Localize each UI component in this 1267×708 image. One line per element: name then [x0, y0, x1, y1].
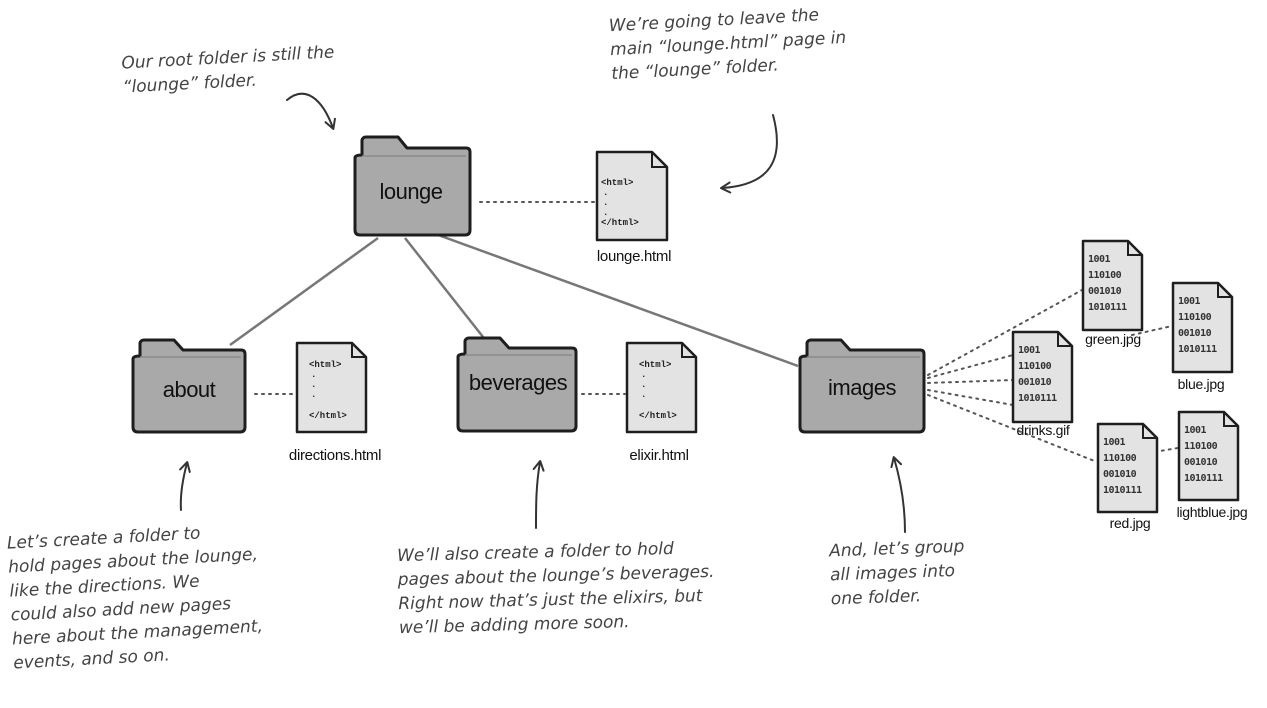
code-dot: .	[641, 390, 647, 400]
code-dot: .	[311, 390, 317, 400]
red-jpg-label: red.jpg	[1109, 515, 1151, 531]
bits-row: 001010	[1088, 286, 1122, 297]
elixir-html-label: elixir.html	[629, 447, 689, 464]
dotted-images-drinks1	[927, 354, 1014, 379]
bits-row: 001010	[1018, 377, 1052, 388]
green-jpg-file-icon	[1081, 239, 1144, 332]
folder-images-icon	[798, 338, 926, 434]
lightblue-jpg-file-icon	[1177, 410, 1240, 502]
code-dot: .	[311, 370, 317, 380]
connector-lounge-about	[229, 236, 379, 347]
bits-row: 1001	[1178, 296, 1201, 307]
red-jpg-file-icon	[1096, 422, 1159, 514]
bits-row: 110100	[1088, 270, 1122, 281]
folder-images-label: images	[828, 375, 896, 400]
drinks-gif-label: drinks.gif	[1016, 422, 1070, 438]
code-open-tag: <html>	[309, 360, 342, 370]
arrow-beverages-note	[532, 460, 545, 529]
blue-jpg-file-icon	[1171, 281, 1234, 374]
dotted-images-drinks3	[927, 389, 1014, 406]
folder-shapes	[131, 135, 926, 434]
green-jpg-label: green.jpg	[1085, 331, 1141, 347]
dotted-images-red	[927, 394, 1098, 463]
connector-lounge-images	[429, 230, 799, 368]
bits-row: 110100	[1178, 312, 1212, 323]
bits-row: 110100	[1103, 453, 1137, 464]
folder-lounge-label: lounge	[379, 179, 443, 204]
dotted-green-blue	[1131, 325, 1173, 336]
bits-row: 1010111	[1088, 302, 1127, 313]
bits-row: 1010111	[1184, 473, 1223, 484]
code-open-tag: <html>	[639, 360, 672, 370]
dotted-links	[254, 201, 1179, 463]
folder-about-icon	[131, 338, 247, 434]
code-dot: .	[311, 380, 317, 390]
code-close-tag: </html>	[601, 218, 639, 228]
bits-row: 1010111	[1018, 393, 1057, 404]
elixir-html-file-icon	[625, 341, 698, 434]
note-about-folder: Let’s create a folder to hold pages abou…	[6, 523, 264, 674]
connector-lounge-beverages	[404, 237, 488, 343]
image-documents	[1011, 239, 1240, 514]
note-main-page: We’re going to leave the main “lounge.ht…	[608, 5, 847, 85]
code-open-tag: <html>	[601, 178, 634, 188]
bits-row: 1001	[1184, 425, 1207, 436]
bits-row: 1001	[1103, 437, 1126, 448]
folder-beverages-label: beverages	[468, 370, 568, 395]
lightblue-jpg-label: lightblue.jpg	[1176, 504, 1248, 520]
lounge-html-label: lounge.html	[596, 248, 672, 265]
code-dot: .	[603, 198, 609, 208]
directions-html-file-icon	[295, 341, 368, 434]
note-images-folder: And, let’s group all images into one fol…	[828, 536, 965, 610]
arrow-about-note	[179, 461, 191, 511]
blue-jpg-label: blue.jpg	[1177, 376, 1225, 392]
code-dot: .	[641, 380, 647, 390]
code-dot: .	[641, 370, 647, 380]
bits-row: 1001	[1018, 345, 1041, 356]
code-dot: .	[603, 208, 609, 218]
tree-connectors	[229, 230, 799, 368]
dotted-red-lightblue	[1147, 447, 1179, 454]
bits-row: 1001	[1088, 254, 1111, 265]
bits-row: 001010	[1184, 457, 1218, 468]
arrow-root-note	[286, 92, 336, 130]
folder-lounge-icon	[353, 135, 472, 237]
bits-row: 001010	[1178, 328, 1212, 339]
code-close-tag: </html>	[639, 411, 677, 421]
bits-row: 110100	[1184, 441, 1218, 452]
dotted-images-green	[927, 289, 1083, 376]
bits-row: 1010111	[1103, 485, 1142, 496]
folder-beverages-icon	[456, 336, 578, 433]
bits-row: 1010111	[1178, 344, 1217, 355]
directions-html-label: directions.html	[288, 447, 382, 464]
bits-row: 110100	[1018, 361, 1052, 372]
annotation-arrows	[179, 92, 906, 533]
drinks-gif-file-icon	[1011, 330, 1074, 424]
arrow-images-note	[890, 456, 906, 533]
code-close-tag: </html>	[309, 411, 347, 421]
html-documents	[295, 150, 698, 434]
code-dot: .	[603, 188, 609, 198]
note-beverages-folder: We’ll also create a folder to hold pages…	[396, 538, 715, 639]
arrow-main-page-note	[720, 114, 778, 194]
folder-about-label: about	[162, 377, 216, 402]
lounge-html-file-icon	[595, 150, 669, 242]
dotted-images-drinks2	[927, 379, 1014, 384]
bits-row: 001010	[1103, 469, 1137, 480]
